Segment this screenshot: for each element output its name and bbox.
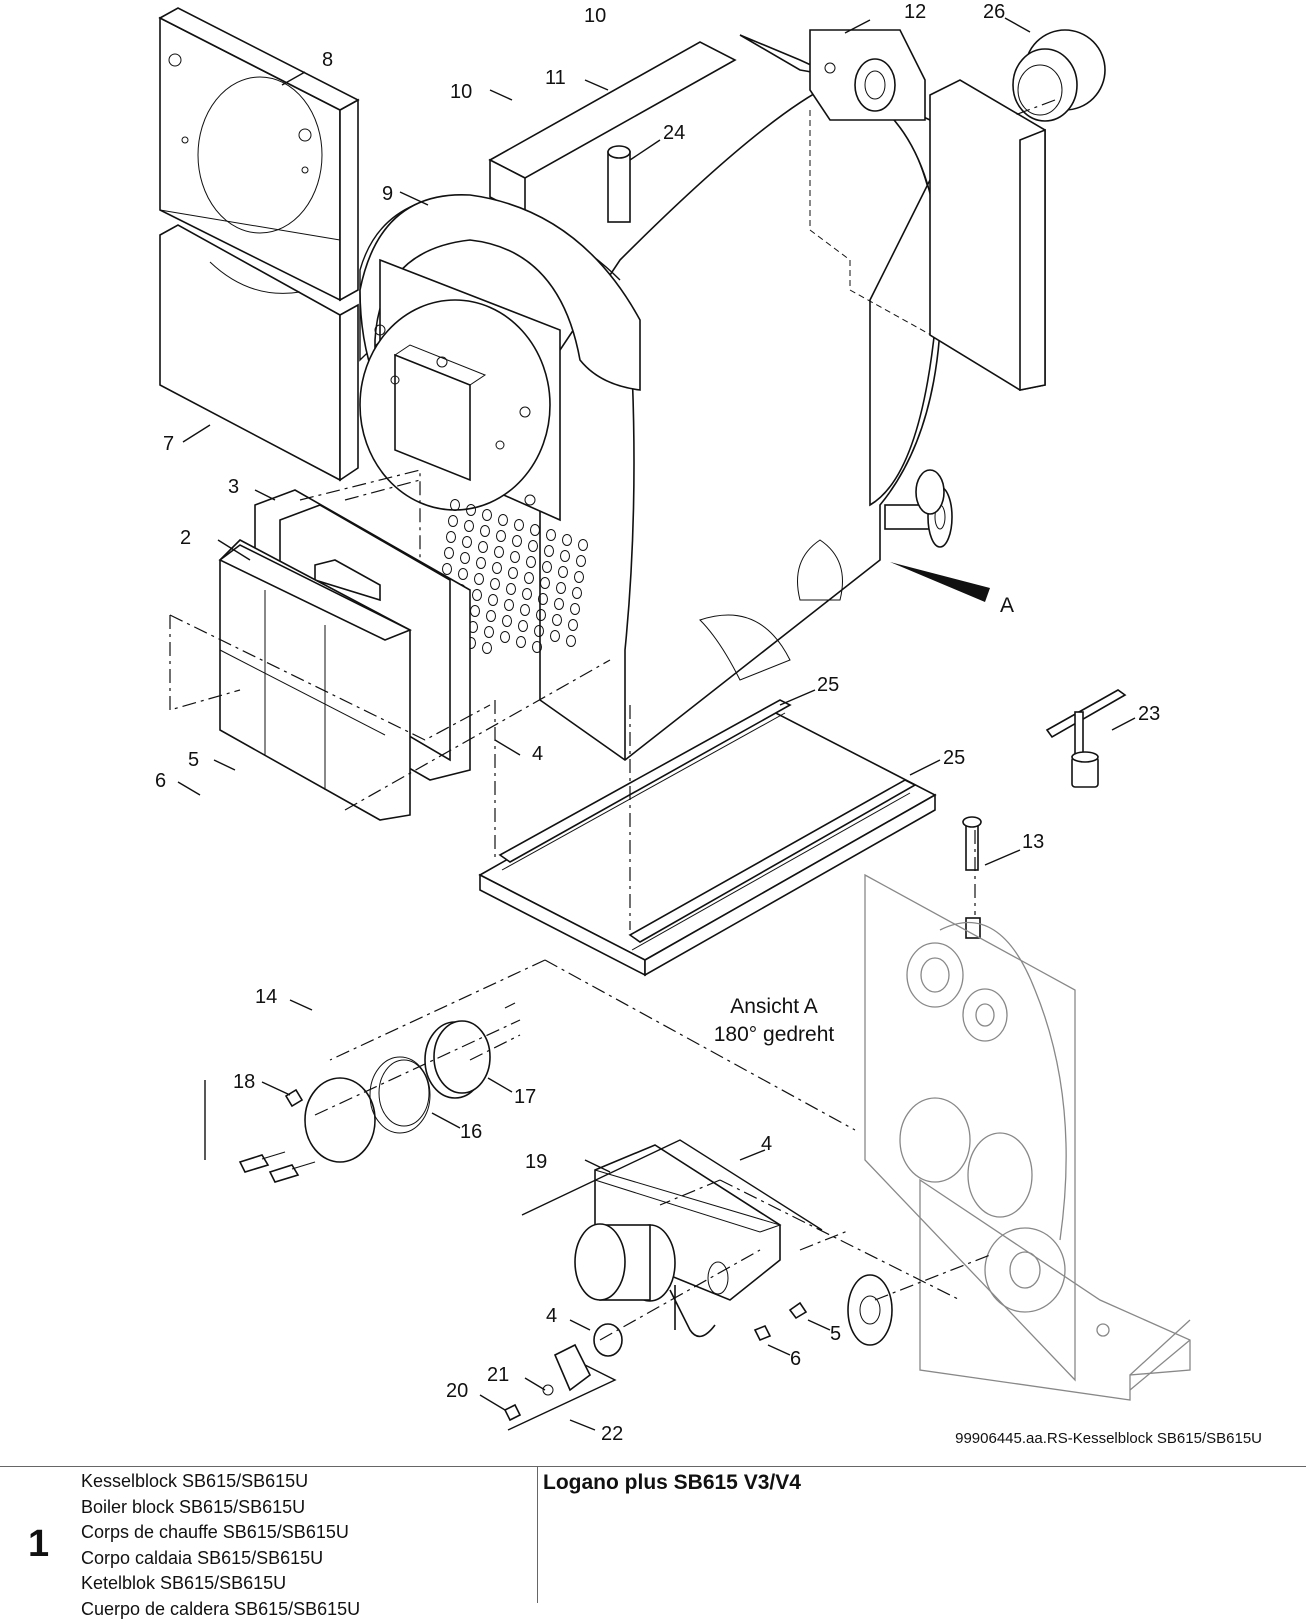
view-arrow: [890, 562, 990, 602]
callout-5: 5: [188, 749, 199, 771]
callout-26: 26: [983, 1, 1005, 23]
callout-23: 23: [1138, 703, 1160, 725]
callout-25: 25: [943, 747, 965, 769]
perforation-hole: [487, 611, 496, 622]
callout-2: 2: [180, 527, 191, 549]
cover-assembly-14: [240, 1021, 490, 1182]
perforation-hole: [507, 584, 516, 595]
callout-4: 4: [761, 1133, 772, 1155]
callout-10: 10: [584, 5, 606, 27]
page-number: 1: [28, 1523, 49, 1566]
perforation-hole: [521, 605, 530, 616]
callout-4: 4: [532, 743, 543, 765]
callout-11: 11: [545, 67, 566, 89]
perforation-hole: [449, 516, 458, 527]
callout-13: 13: [1022, 831, 1044, 853]
perforation-hole: [495, 547, 504, 558]
perforation-hole: [531, 525, 540, 536]
callout-16: 16: [460, 1121, 482, 1143]
perforation-hole: [489, 595, 498, 606]
view-note-line-2: 180° gedreht: [714, 1023, 835, 1046]
perforation-hole: [501, 632, 510, 643]
perforation-hole: [513, 536, 522, 547]
perforation-hole: [519, 621, 528, 632]
description-es: Cuerpo de caldera SB615/SB615U: [81, 1597, 360, 1622]
description-en: Boiler block SB615/SB615U: [81, 1495, 360, 1521]
callout-18: 18: [233, 1071, 255, 1093]
perforation-hole: [529, 541, 538, 552]
perforation-hole: [497, 531, 506, 542]
callout-14: 14: [255, 986, 277, 1008]
parts-footer: 1 Kesselblock SB615/SB615U Boiler block …: [0, 1466, 1306, 1603]
description-nl: Ketelblok SB615/SB615U: [81, 1571, 360, 1597]
drawing-reference: 99906445.aa.RS-Kesselblock SB615/SB615U: [955, 1430, 1262, 1447]
perforation-hole: [463, 537, 472, 548]
perforation-hole: [447, 532, 456, 543]
perforation-hole: [461, 553, 470, 564]
coupling-26: [1013, 30, 1105, 121]
callout-3: 3: [228, 476, 239, 498]
footer-divider: [537, 1467, 538, 1603]
description-de: Kesselblock SB615/SB615U: [81, 1469, 360, 1495]
callout-17: 17: [514, 1086, 536, 1108]
callout-4: 4: [546, 1305, 557, 1327]
perforation-hole: [473, 590, 482, 601]
perforation-hole: [485, 627, 494, 638]
description-list: Kesselblock SB615/SB615U Boiler block SB…: [81, 1469, 360, 1622]
perforation-hole: [517, 637, 526, 648]
cover-assembly-19: [505, 1145, 892, 1420]
callout-12: 12: [904, 1, 926, 23]
callout-9: 9: [382, 183, 393, 205]
perforation-hole: [505, 600, 514, 611]
exploded-parts-diagram: 2 3 4 4 4 5 5 6 6 7 8 9 10 10 11 12 13 1…: [0, 0, 1306, 1450]
perforation-hole: [465, 521, 474, 532]
perforation-hole: [503, 616, 512, 627]
product-title: Logano plus SB615 V3/V4: [543, 1471, 801, 1495]
perforation-hole: [459, 569, 468, 580]
callout-22: 22: [601, 1423, 623, 1445]
perforation-hole: [493, 563, 502, 574]
callout-7: 7: [163, 433, 174, 455]
view-a-plate: [865, 875, 1190, 1400]
description-it: Corpo caldaia SB615/SB615U: [81, 1546, 360, 1572]
callout-20: 20: [446, 1380, 468, 1402]
perforation-hole: [477, 558, 486, 569]
perforation-hole: [483, 510, 492, 521]
view-note-line-1: Ansicht A: [730, 995, 818, 1018]
perforation-hole: [483, 643, 492, 654]
base-frame: [480, 700, 935, 975]
perforation-hole: [445, 548, 454, 559]
perforation-hole: [475, 574, 484, 585]
perforation-hole: [511, 552, 520, 563]
callout-24: 24: [663, 122, 685, 144]
callout-8: 8: [322, 49, 333, 71]
view-marker: A: [1000, 594, 1014, 617]
key-tool-23: [1047, 690, 1125, 787]
callout-6: 6: [790, 1348, 801, 1370]
callout-6: 6: [155, 770, 166, 792]
perforation-hole: [527, 557, 536, 568]
callout-19: 19: [525, 1151, 547, 1173]
perforation-hole: [523, 589, 532, 600]
perforation-hole: [471, 606, 480, 617]
perforation-hole: [499, 515, 508, 526]
callout-5: 5: [830, 1323, 841, 1345]
perforation-hole: [479, 542, 488, 553]
description-fr: Corps de chauffe SB615/SB615U: [81, 1520, 360, 1546]
perforation-hole: [491, 579, 500, 590]
perforation-hole: [481, 526, 490, 537]
sensor-13: [963, 817, 981, 938]
perforation-hole: [509, 568, 518, 579]
callout-21: 21: [487, 1364, 509, 1386]
perforation-hole: [525, 573, 534, 584]
perforation-hole: [515, 520, 524, 531]
perforation-hole: [443, 564, 452, 575]
callout-10: 10: [450, 81, 472, 103]
callout-25: 25: [817, 674, 839, 696]
